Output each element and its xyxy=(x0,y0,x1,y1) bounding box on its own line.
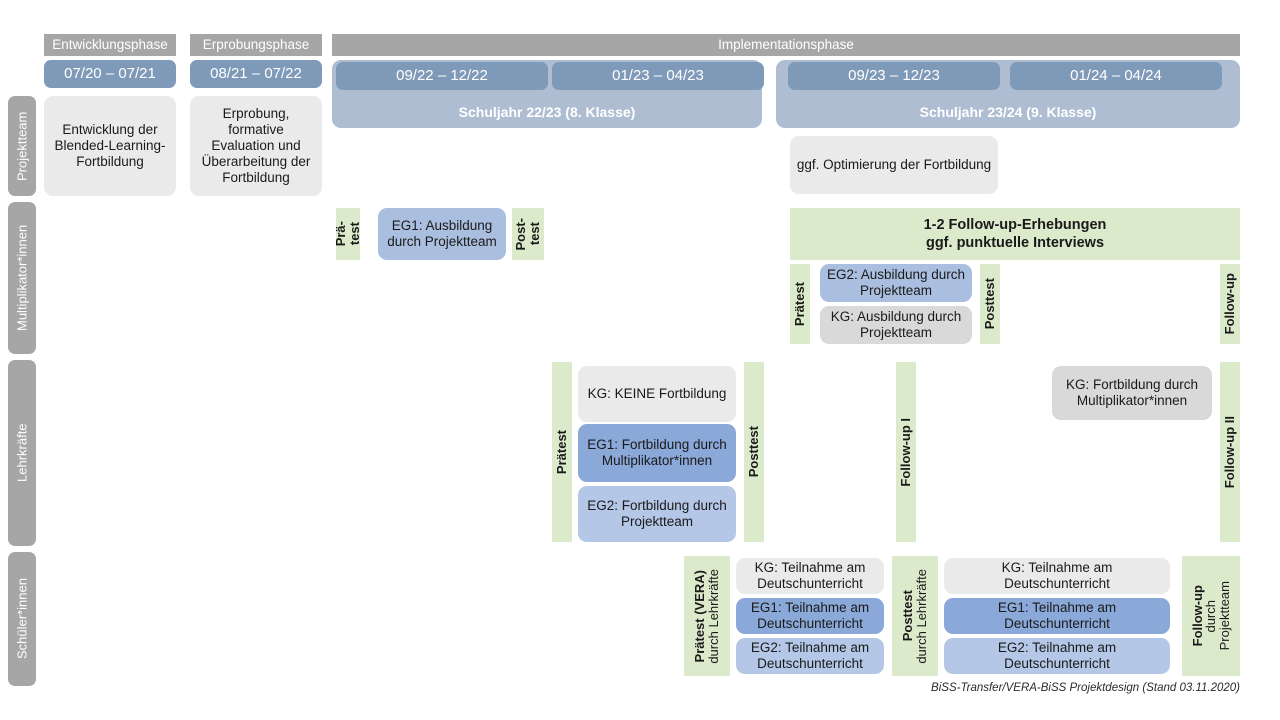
followup-banner-line-2: ggf. punktuelle Interviews xyxy=(925,235,1105,251)
schueler-kg-box-left: KG: Teilnahme am Deutschunterricht xyxy=(736,558,884,594)
lehrkraefte-praetest-label: Prätest xyxy=(554,429,570,475)
lehrkraefte-eg1-box: EG1: Fortbildung durch Multiplikator*inn… xyxy=(578,424,736,482)
phase-bar-erprobungsphase: Erprobungsphase xyxy=(190,34,322,56)
schueler-praetest-label: Prätest (VERA) xyxy=(692,569,708,663)
schueler-followup-sublabel-2: Projektteam xyxy=(1216,581,1232,651)
schueler-posttest-strip: Posttest durch Lehrkräfte xyxy=(892,556,938,676)
schueler-kg-box-right: KG: Teilnahme am Deutschunterricht xyxy=(944,558,1170,594)
footer-note: BiSS-Transfer/VERA-BiSS Projektdesign (S… xyxy=(931,682,1240,694)
role-label-projektteam: Projektteam xyxy=(8,96,36,196)
schueler-praetest-sublabel: durch Lehrkräfte xyxy=(706,568,721,664)
schueler-posttest-sublabel: durch Lehrkräfte xyxy=(914,568,929,664)
multiplikatoren-praetest2-strip: Prätest xyxy=(790,264,810,344)
lehrkraefte-posttest-label: Posttest xyxy=(746,426,762,478)
schueler-posttest-label: Posttest xyxy=(900,590,916,642)
role-label-schuelerinnen: Schüler*innen xyxy=(8,552,36,686)
multiplikatoren-kg-box: KG: Ausbildung durch Projektteam xyxy=(820,306,972,344)
phase-bar-entwicklungsphase: Entwicklungsphase xyxy=(44,34,176,56)
period-chip-0720-0721: 07/20 – 07/21 xyxy=(44,60,176,88)
period-chip-0923-1223: 09/23 – 12/23 xyxy=(788,62,1000,90)
lehrkraefte-eg2-box: EG2: Fortbildung durch Projektteam xyxy=(578,486,736,542)
schueler-eg1-box-right: EG1: Teilnahme am Deutschunterricht xyxy=(944,598,1170,634)
schueler-followup-sublabel-1: durch xyxy=(1203,599,1219,633)
period-chip-0124-0424: 01/24 – 04/24 xyxy=(1010,62,1222,90)
lehrkraefte-followup2-strip: Follow-up II xyxy=(1220,362,1240,542)
multiplikatoren-praetest-label: Prä- xyxy=(333,221,349,247)
lehrkraefte-kg-keine-box: KG: KEINE Fortbildung xyxy=(578,366,736,422)
multiplikatoren-posttest2-strip: Posttest xyxy=(980,264,1000,344)
multiplikatoren-praetest-label-2: test xyxy=(347,222,362,246)
multiplikatoren-followup-strip: Follow-up xyxy=(1220,264,1240,344)
role-label-multiplikatorinnen: Multiplikator*innen xyxy=(8,202,36,354)
period-chip-0123-0423: 01/23 – 04/23 xyxy=(552,62,764,90)
followup-banner-line-1: 1-2 Follow-up-Erhebungen xyxy=(923,216,1107,233)
multiplikatoren-praetest2-label: Prätest xyxy=(792,281,808,327)
projektteam-erprobung-box: Erprobung, formative Evaluation und Über… xyxy=(190,96,322,196)
lehrkraefte-followup1-strip: Follow-up I xyxy=(896,362,916,542)
lehrkraefte-followup2-label: Follow-up II xyxy=(1222,415,1238,489)
period-chip-0922-1222: 09/22 – 12/22 xyxy=(336,62,548,90)
multiplikatoren-eg2-box: EG2: Ausbildung durch Projektteam xyxy=(820,264,972,302)
multiplikatoren-posttest-label-2: test xyxy=(527,222,542,246)
schueler-eg1-box-left: EG1: Teilnahme am Deutschunterricht xyxy=(736,598,884,634)
lehrkraefte-posttest-strip: Posttest xyxy=(744,362,764,542)
projektteam-optimierung-box: ggf. Optimierung der Fortbildung xyxy=(790,136,998,194)
schueler-praetest-strip: Prätest (VERA) durch Lehrkräfte xyxy=(684,556,730,676)
lehrkraefte-praetest-strip: Prätest xyxy=(552,362,572,542)
projektteam-entwicklung-box: Entwicklung der Blended-Learning-Fortbil… xyxy=(44,96,176,196)
schueler-eg2-box-right: EG2: Teilnahme am Deutschunterricht xyxy=(944,638,1170,674)
multiplikatoren-praetest-strip: Prä- test xyxy=(333,208,362,260)
lehrkraefte-followup1-label: Follow-up I xyxy=(898,417,914,487)
multiplikatoren-followup-banner: 1-2 Follow-up-Erhebungen ggf. punktuelle… xyxy=(790,208,1240,260)
phase-bar-implementationsphase: Implementationsphase xyxy=(332,34,1240,56)
multiplikatoren-followup-label: Follow-up xyxy=(1222,273,1238,335)
multiplikatoren-posttest-strip: Post- test xyxy=(512,208,544,260)
multiplikatoren-posttest2-label: Posttest xyxy=(982,278,998,330)
schueler-followup-strip: Follow-up durch Projektteam xyxy=(1182,556,1240,676)
lehrkraefte-kg-fortbildung-box: KG: Fortbildung durch Multiplikator*inne… xyxy=(1052,366,1212,420)
period-chip-0821-0722: 08/21 – 07/22 xyxy=(190,60,322,88)
multiplikatoren-eg1-box: EG1: Ausbildung durch Projektteam xyxy=(378,208,506,260)
role-label-lehrkraefte: Lehrkräfte xyxy=(8,360,36,546)
schueler-eg2-box-left: EG2: Teilnahme am Deutschunterricht xyxy=(736,638,884,674)
multiplikatoren-posttest-label: Post- xyxy=(513,217,529,251)
